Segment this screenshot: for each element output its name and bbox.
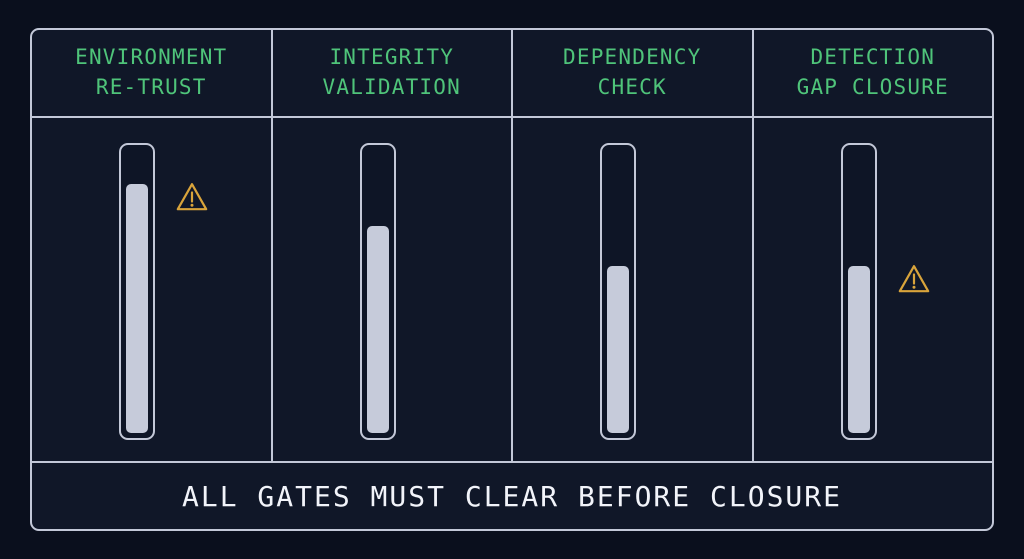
warning-triangle-icon <box>897 262 931 296</box>
gauge-fill <box>607 266 630 433</box>
gate-gauge <box>840 143 877 440</box>
gate-title: DEPENDENCY CHECK <box>563 45 702 99</box>
gate-gauge <box>119 143 156 440</box>
gate-gauge <box>600 143 637 440</box>
gate-status-panel: ENVIRONMENT RE-TRUST INTEGRITY VALIDATIO… <box>30 28 994 531</box>
footer-notice-text: ALL GATES MUST CLEAR BEFORE CLOSURE <box>181 479 842 513</box>
gauge-fill <box>126 183 149 433</box>
gate-gauge-cell <box>754 118 993 461</box>
gauge-fill <box>366 226 389 433</box>
gauge-fill <box>847 266 870 433</box>
gate-header-cell: DEPENDENCY CHECK <box>513 30 754 116</box>
gate-title: DETECTION GAP CLOSURE <box>796 45 949 99</box>
gate-title: ENVIRONMENT RE-TRUST <box>75 45 228 99</box>
gate-gauge-cell <box>32 118 273 461</box>
gate-header-cell: DETECTION GAP CLOSURE <box>754 30 993 116</box>
gate-gauge-row <box>32 118 992 463</box>
warning-triangle-icon <box>175 180 209 214</box>
gate-header-row: ENVIRONMENT RE-TRUST INTEGRITY VALIDATIO… <box>32 30 992 118</box>
gate-header-cell: ENVIRONMENT RE-TRUST <box>32 30 273 116</box>
gate-gauge <box>359 143 396 440</box>
gate-header-cell: INTEGRITY VALIDATION <box>273 30 513 116</box>
gate-title: INTEGRITY VALIDATION <box>322 45 461 99</box>
gate-gauge-cell <box>513 118 754 461</box>
gate-gauge-cell <box>273 118 513 461</box>
footer-notice-bar: ALL GATES MUST CLEAR BEFORE CLOSURE <box>32 463 992 529</box>
